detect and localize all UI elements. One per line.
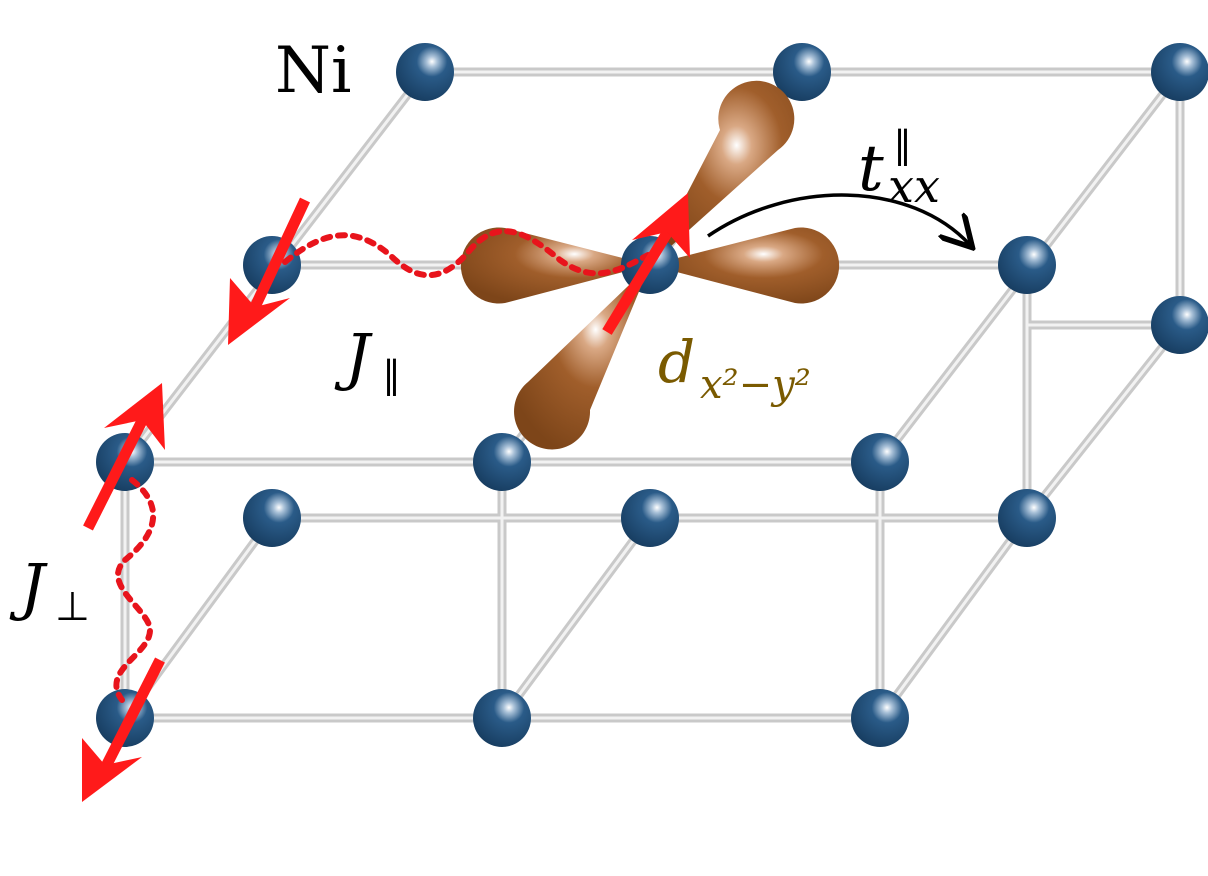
hopping-label: t ∥ xx <box>858 123 940 213</box>
j-parallel-main: J <box>334 320 373 393</box>
atom-sphere-icon <box>851 689 909 747</box>
j-perp-main: J <box>9 550 48 623</box>
atom-sphere-icon <box>621 489 679 547</box>
bond-network <box>120 67 1185 723</box>
atom-sphere-icon <box>1151 43 1208 101</box>
atom-sphere-icon <box>998 236 1056 294</box>
atom-sphere-icon <box>473 433 531 491</box>
j-perp-sub: ⊥ <box>55 584 90 630</box>
element-label: Ni <box>275 34 351 108</box>
hopping-main: t <box>858 132 884 206</box>
hopping-arrow-icon <box>707 193 970 245</box>
j-parallel-sub: ∥ <box>382 353 401 397</box>
atom-sphere-icon <box>473 689 531 747</box>
orbital-label: d x²−y² <box>658 328 811 408</box>
hopping-sup: ∥ <box>893 123 912 167</box>
atom-sphere-icon <box>1151 296 1208 354</box>
atom-sphere-icon <box>998 489 1056 547</box>
spin-up-arrow-icon <box>83 383 165 531</box>
atom-sphere-icon <box>773 43 831 101</box>
atom-set <box>96 43 1208 747</box>
j-parallel-label: J ∥ <box>334 320 401 397</box>
atom-sphere-icon <box>243 489 301 547</box>
bond-highlight <box>123 70 1182 720</box>
atom-sphere-icon <box>396 43 454 101</box>
spin-down-arrow-icon <box>82 657 165 802</box>
spin-down-arrow-icon <box>228 197 310 345</box>
j-perp-label: J ⊥ <box>9 550 90 630</box>
spin-up-arrow-icon <box>602 193 690 335</box>
orbital-main: d <box>658 328 695 396</box>
exchange-path-perpendicular <box>113 477 156 703</box>
exchange-path-parallel <box>282 228 651 279</box>
spin-arrow-set <box>82 193 690 802</box>
atom-sphere-icon <box>851 433 909 491</box>
hopping-sub: xx <box>888 159 940 213</box>
orbital-sub: x²−y² <box>700 362 811 408</box>
